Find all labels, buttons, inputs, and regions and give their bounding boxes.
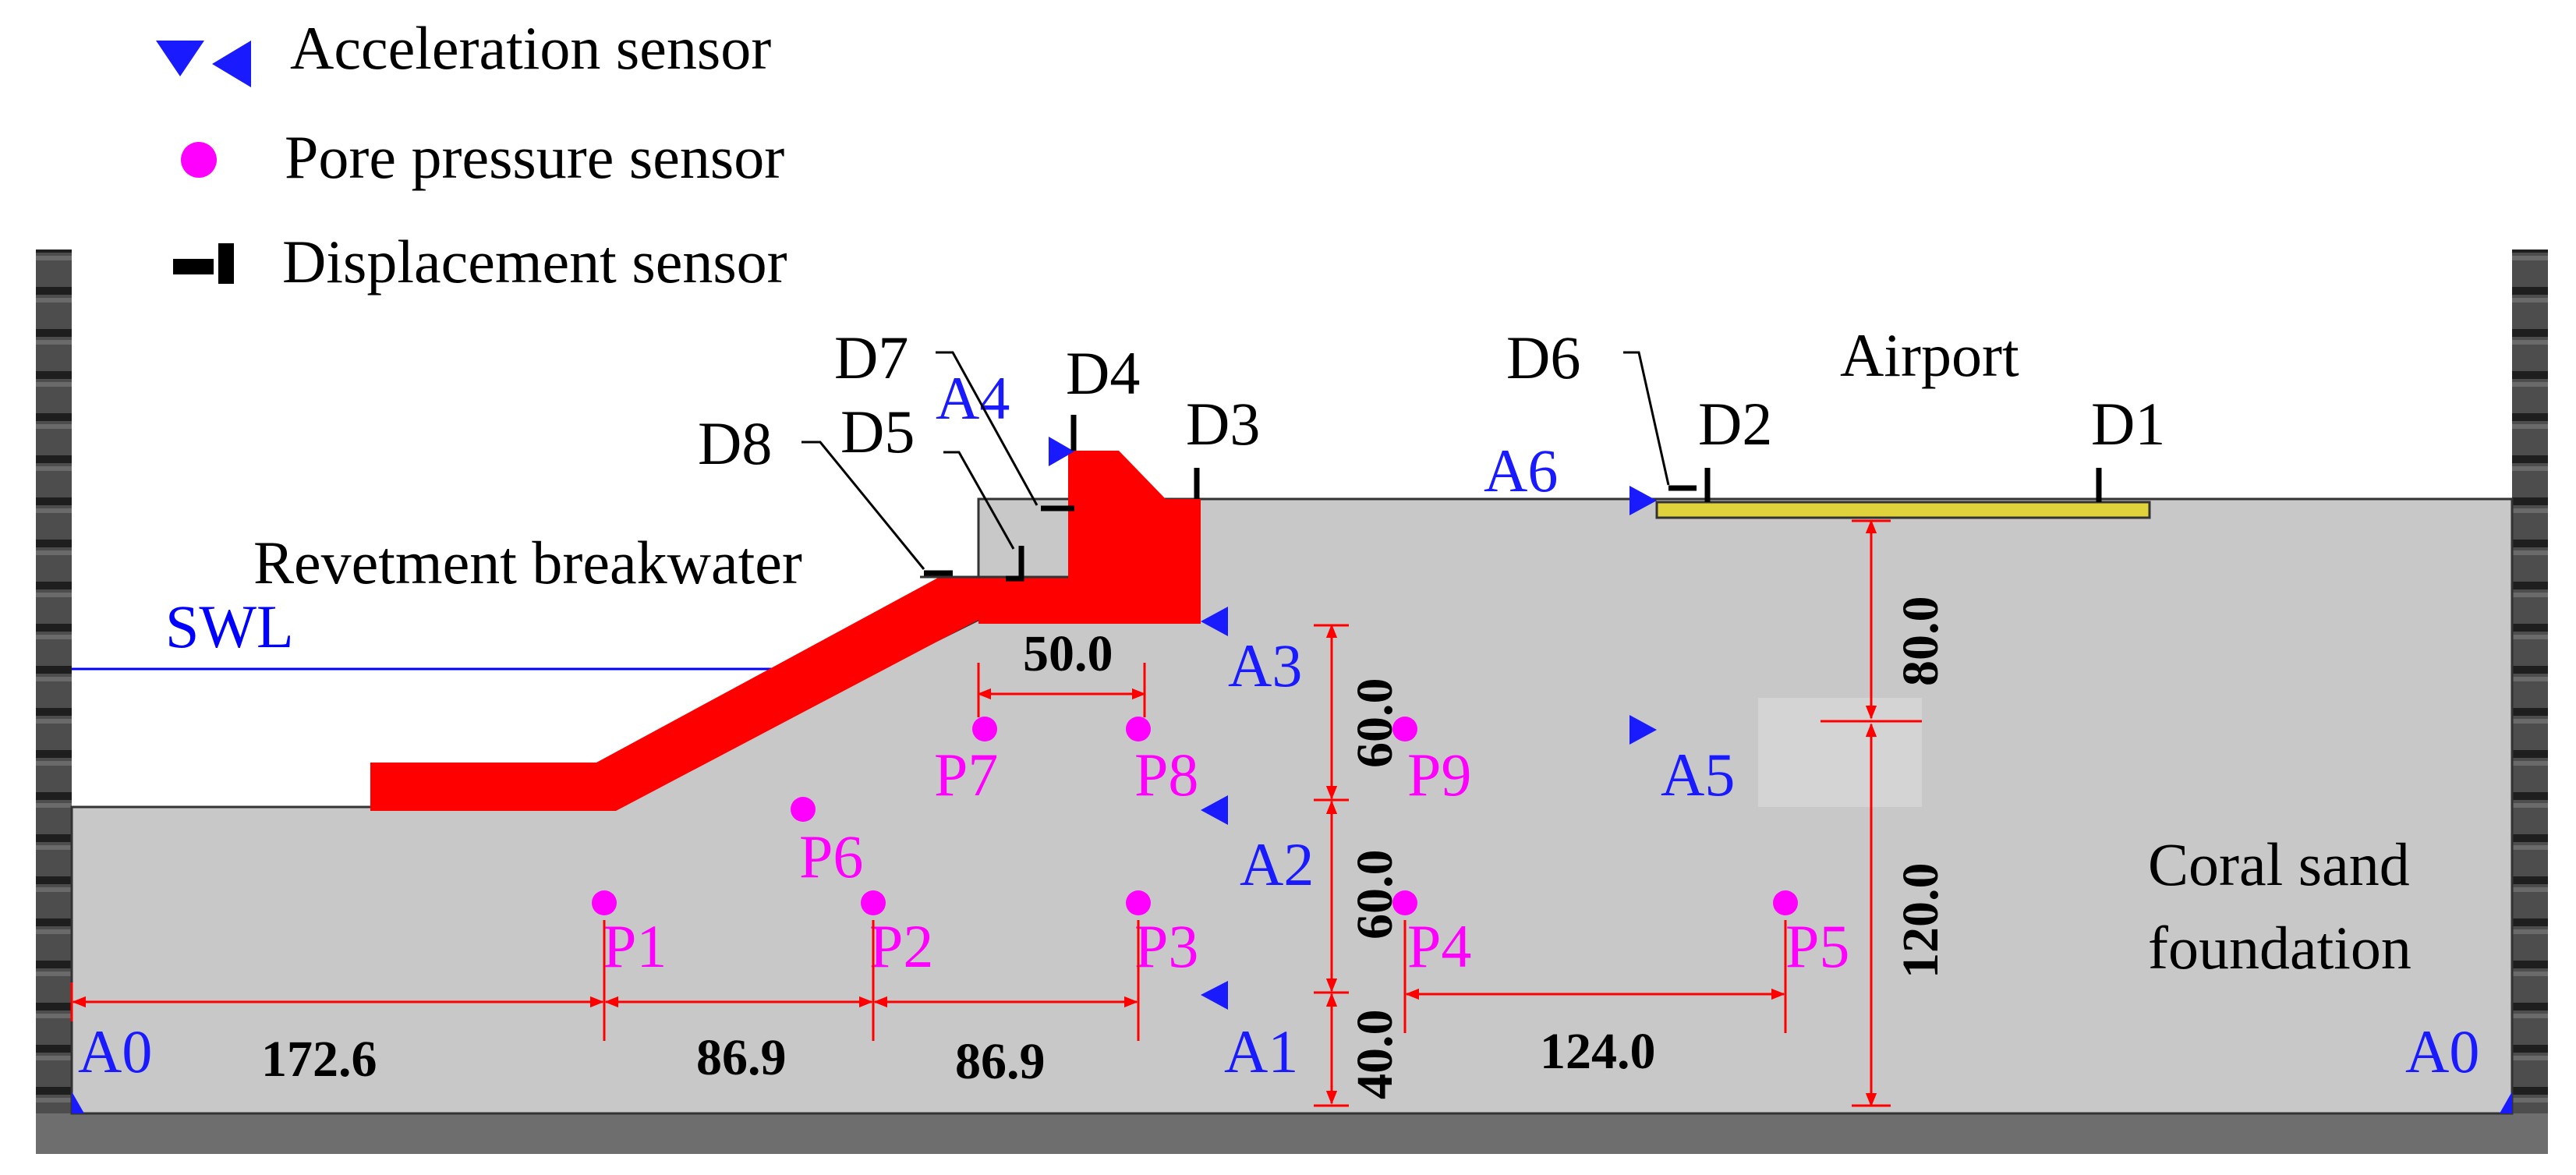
- airport-label: Airport: [1840, 321, 2019, 389]
- accel-label-a0-left: A0: [78, 1018, 152, 1085]
- dim-value-60-0-b: 60.0: [1346, 850, 1403, 940]
- leader-d8: [801, 441, 925, 570]
- pore-label-p8: P8: [1134, 741, 1198, 809]
- displacement-labels: D1 D2 D3 D4 D5 D6 D7 D8: [698, 324, 2165, 477]
- pore-label-p2: P2: [869, 912, 933, 980]
- legend-accel-label: Acceleration sensor: [290, 14, 771, 82]
- pore-sensor-p5: [1773, 890, 1798, 915]
- legend-pore-icon: [181, 142, 217, 178]
- dim-value-80-0: 80.0: [1892, 596, 1949, 687]
- disp-label-d1: D1: [2091, 390, 2165, 458]
- soil-patch: [1758, 698, 1922, 807]
- pore-sensor-p7: [972, 717, 997, 741]
- accel-label-a3: A3: [1228, 632, 1302, 699]
- dim-value-60-0-a: 60.0: [1346, 678, 1403, 769]
- accel-sensor-a0-right: [2500, 1092, 2512, 1113]
- pore-label-p7: P7: [934, 741, 998, 809]
- foundation-label-2: foundation: [2148, 914, 2411, 982]
- airport-slab: [1655, 501, 2151, 519]
- accel-sensor-a1: [1201, 981, 1228, 1010]
- disp-label-d4: D4: [1066, 339, 1140, 407]
- foundation-label-1: Coral sand: [2148, 830, 2410, 898]
- accel-sensor-a2: [1201, 795, 1228, 825]
- pore-pressure-sensors: P1 P2 P3 P4 P5 P6 P7 P8 P9: [592, 717, 1849, 980]
- dim-value-124-0: 124.0: [1540, 1023, 1656, 1080]
- pore-sensor-p2: [861, 890, 886, 915]
- breakwater-label: Revetment breakwater: [253, 529, 802, 596]
- dim-value-40-0: 40.0: [1346, 1010, 1403, 1100]
- dim-value-86-9-a: 86.9: [696, 1029, 787, 1086]
- legend-accel-icon-down: [156, 41, 204, 76]
- accel-label-a4: A4: [936, 364, 1010, 432]
- disp-label-d6: D6: [1506, 324, 1580, 391]
- disp-label-d8: D8: [698, 409, 772, 477]
- dim-value-50-0: 50.0: [1023, 625, 1113, 682]
- container: [36, 250, 2548, 1154]
- accel-sensor-a5: [1629, 715, 1657, 745]
- pore-sensor-p8: [1126, 717, 1151, 741]
- pore-sensor-p3: [1126, 890, 1151, 915]
- accel-sensor-a0-left: [72, 1092, 84, 1113]
- displacement-sensors: [924, 415, 2102, 582]
- dim-value-172-6: 172.6: [261, 1031, 377, 1088]
- dimension-values: 172.6 86.9 86.9 124.0 50.0 60.0 60.0 40.…: [261, 596, 1949, 1100]
- disp-label-d3: D3: [1186, 390, 1260, 458]
- accel-sensor-a6: [1629, 486, 1657, 515]
- accel-label-a6: A6: [1484, 437, 1558, 504]
- acceleration-sensors: A0 A0 A1 A2 A3 A4 A5 A6: [72, 364, 2512, 1113]
- legend-accel-icon-left: [212, 41, 251, 87]
- legend-disp-label: Displacement sensor: [282, 228, 787, 296]
- dim-value-120-0: 120.0: [1892, 863, 1949, 979]
- dimension-ticks: [70, 519, 1922, 1107]
- leader-d6: [1623, 351, 1670, 486]
- displacement-leaders: [801, 351, 1670, 570]
- dimension-lines: [72, 519, 1877, 1107]
- pore-label-p1: P1: [603, 912, 667, 980]
- disp-label-d2: D2: [1698, 390, 1772, 458]
- accel-sensor-a4: [1049, 437, 1074, 466]
- pore-sensor-p4: [1392, 890, 1417, 915]
- legend: Acceleration sensor Pore pressure sensor…: [156, 14, 787, 296]
- accel-label-a5: A5: [1661, 741, 1735, 809]
- accel-sensor-a3: [1201, 607, 1228, 636]
- legend-pore-label: Pore pressure sensor: [285, 123, 784, 191]
- accel-label-a0-right: A0: [2405, 1018, 2479, 1085]
- pore-label-p3: P3: [1134, 912, 1198, 980]
- legend-disp-icon-post: [218, 243, 234, 284]
- pore-sensor-p6: [791, 797, 816, 822]
- pore-label-p4: P4: [1407, 912, 1471, 980]
- accel-label-a1: A1: [1224, 1018, 1298, 1085]
- disp-label-d7: D7: [834, 324, 908, 391]
- legend-disp-icon-bar: [173, 259, 214, 274]
- pore-label-p6: P6: [799, 823, 863, 890]
- pore-sensor-p9: [1392, 717, 1417, 741]
- dim-value-86-9-b: 86.9: [955, 1033, 1046, 1090]
- pore-label-p5: P5: [1785, 912, 1849, 980]
- pore-sensor-p1: [592, 890, 617, 915]
- breakwater: [370, 451, 1201, 811]
- swl-label: SWL: [165, 593, 294, 660]
- leader-d7: [936, 351, 1039, 506]
- disp-sensor-d5: [1006, 546, 1024, 582]
- disp-label-d5: D5: [840, 398, 915, 465]
- accel-label-a2: A2: [1240, 830, 1314, 898]
- container-base: [36, 1113, 2548, 1154]
- left-wall: [36, 250, 72, 1115]
- pore-label-p9: P9: [1407, 741, 1471, 809]
- leader-d5: [943, 451, 1015, 550]
- right-wall: [2512, 250, 2548, 1115]
